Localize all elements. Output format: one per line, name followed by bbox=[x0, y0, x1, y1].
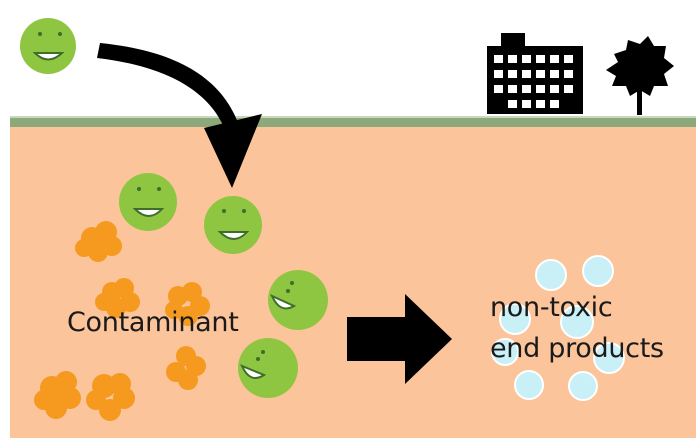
microbe-icon bbox=[238, 338, 298, 398]
product-bubble bbox=[569, 372, 597, 400]
ground-surface-line bbox=[10, 117, 696, 127]
product-bubble bbox=[583, 256, 613, 286]
end-products-label-line1: non-toxic bbox=[490, 291, 612, 325]
building-icon bbox=[487, 33, 583, 114]
microbe-icon bbox=[268, 270, 328, 330]
microbe-icon bbox=[20, 18, 76, 74]
end-products-label-line2: end products bbox=[490, 332, 664, 366]
product-bubble bbox=[536, 260, 566, 290]
microbe-icon bbox=[119, 173, 177, 231]
ground-surface-highlight bbox=[10, 116, 696, 118]
contaminant-label: Contaminant bbox=[67, 306, 238, 340]
tree-icon bbox=[606, 36, 674, 115]
microbe-icon bbox=[204, 196, 262, 254]
product-bubble bbox=[515, 371, 543, 399]
